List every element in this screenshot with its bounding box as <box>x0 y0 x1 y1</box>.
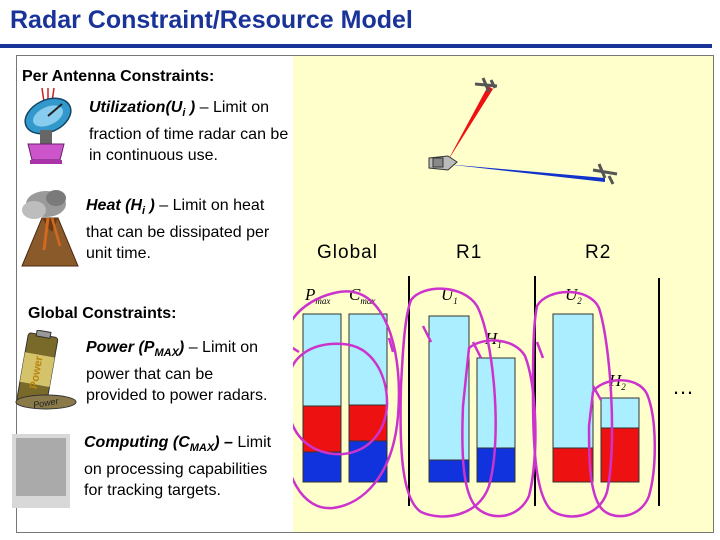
label-r2: R2 <box>585 242 611 263</box>
volcano-icon <box>16 188 84 268</box>
label-r1: R1 <box>456 242 482 263</box>
computer-icon <box>12 434 72 510</box>
utilization-text: Utilization(Ui ) – Limit on fraction of … <box>89 97 299 166</box>
bar-u2 <box>553 314 593 482</box>
bar-cmax <box>349 314 387 482</box>
radar-beam-red <box>447 86 493 162</box>
bar-pmax <box>303 314 341 482</box>
per-antenna-heading: Per Antenna Constraints: <box>22 68 214 86</box>
power-text: Power (PMAX) – Limit on power that can b… <box>86 337 276 406</box>
title-rule <box>0 44 712 48</box>
label-global: Global <box>317 242 378 263</box>
ellipsis: … <box>672 374 694 400</box>
battery-icon: Power Power <box>8 330 82 414</box>
bar-h2 <box>601 398 639 482</box>
global-constraints-heading: Global Constraints: <box>28 305 176 323</box>
radar-dish-icon <box>14 86 86 166</box>
symbol-u2: U2 <box>565 285 582 306</box>
page-title: Radar Constraint/Resource Model <box>10 6 413 35</box>
computing-text: Computing (CMAX) – Limit on processing c… <box>84 432 284 501</box>
radar-beam-blue <box>445 164 605 182</box>
heat-text: Heat (Hi ) – Limit on heat that can be d… <box>86 195 291 264</box>
diagram-svg: Global R1 R2 Pmax Cmax U1 H1 U2 H2 <box>293 56 713 532</box>
